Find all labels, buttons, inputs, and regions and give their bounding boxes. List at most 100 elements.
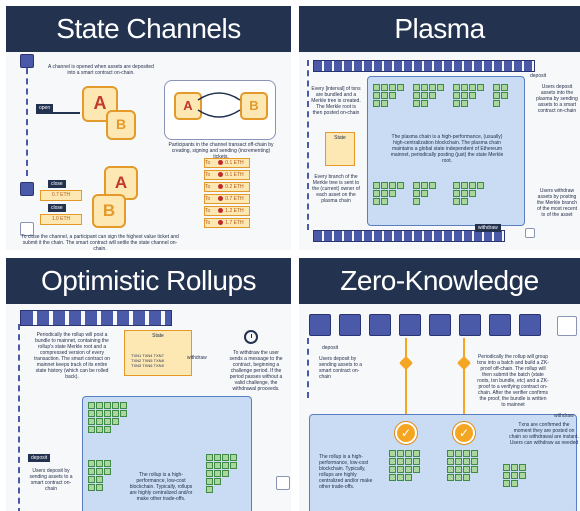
tx-cell (104, 410, 111, 417)
tx-cell (206, 478, 213, 485)
tx-cell (381, 100, 388, 107)
mainchain-bottom (313, 230, 505, 242)
tx-cell (381, 190, 388, 197)
chain-block (369, 314, 391, 336)
exchange-b: B (240, 92, 268, 120)
tx-cell (214, 454, 221, 461)
tx-cell (96, 418, 103, 425)
tx-cell (503, 464, 510, 471)
tx-cell (493, 100, 500, 107)
tx-cell (471, 466, 478, 473)
tx-cell (413, 198, 420, 205)
tx-cell (389, 474, 396, 481)
proof-line (463, 338, 465, 438)
tx-cell (88, 410, 95, 417)
mainchain-left (307, 338, 309, 398)
tx-cell (429, 182, 436, 189)
deposit-text: Users deposit by sending assets to a sma… (319, 356, 363, 380)
tx-cell (397, 466, 404, 473)
tx-grid (389, 450, 425, 500)
tx-cell (222, 470, 229, 477)
tx-cell (413, 100, 420, 107)
tx-cell (222, 462, 229, 469)
tx-cell (230, 462, 237, 469)
verified-check-icon: ✓ (395, 422, 417, 444)
tx-cell (104, 418, 111, 425)
tx-cell (455, 450, 462, 457)
tx-cell (511, 480, 518, 487)
tx-cell (447, 474, 454, 481)
tx-cell (461, 182, 468, 189)
tx-cell (373, 198, 380, 205)
plasma-chain-text: The plasma chain is a high-performance, … (390, 134, 504, 164)
panel-state-channels: State Channels A channel is opened when … (6, 6, 291, 250)
tx-cell (373, 190, 380, 197)
mainchain-top (20, 310, 172, 326)
transact-text: Participants in the channel transact off… (168, 142, 274, 160)
tx-cell (503, 480, 510, 487)
tx-cell (222, 454, 229, 461)
panel-canvas: deposit Users deposit assets into the pl… (299, 52, 580, 250)
tx-grid (88, 460, 118, 510)
tx-cell (447, 450, 454, 457)
tx-cell (469, 182, 476, 189)
deposit-text: Users deposit assets into the plasma by … (536, 84, 578, 114)
tx-cell (463, 450, 470, 457)
tx-cell (493, 92, 500, 99)
tx-cell (469, 84, 476, 91)
tx-cell (104, 426, 111, 433)
verified-check-icon: ✓ (453, 422, 475, 444)
withdraw-text: Users withdraw assets by posting the Mer… (536, 188, 578, 218)
tx-cell (381, 198, 388, 205)
bundle-text: Periodically the rollup will post a bund… (34, 332, 110, 380)
state-merkle-box: State (325, 132, 355, 166)
tx-cell (120, 410, 127, 417)
tx-cell (453, 84, 460, 91)
chain-block (399, 314, 421, 336)
chain-block (459, 314, 481, 336)
tx-cell (493, 84, 500, 91)
exchange-arrows (197, 92, 241, 118)
tx-cell (397, 474, 404, 481)
proof-line (405, 338, 407, 438)
deposit-label: deposit (530, 73, 547, 79)
state-label: State (334, 135, 346, 141)
tx-cell (88, 402, 95, 409)
tx-cell (413, 84, 420, 91)
rollup-chain-area (309, 414, 577, 511)
tx-grid (88, 402, 188, 452)
chain-block-empty (276, 476, 290, 490)
state-label: State (152, 333, 164, 339)
party-a-label: A (93, 93, 107, 113)
tx-cell (413, 182, 420, 189)
tx-cell (421, 190, 428, 197)
tx-cell (214, 470, 221, 477)
tx-cell (104, 468, 111, 475)
tx-cell (461, 190, 468, 197)
tx-cell (461, 84, 468, 91)
withdraw-text: Txns are confirmed the moment they are p… (509, 422, 579, 446)
tx-cell (389, 450, 396, 457)
chain-block (519, 314, 541, 336)
tx-cell (437, 84, 444, 91)
chain-block (429, 314, 451, 336)
chain-block (309, 314, 331, 336)
tx-cell (96, 460, 103, 467)
tx-cell (389, 458, 396, 465)
tx-cell (461, 100, 468, 107)
chain-block-empty (20, 222, 34, 236)
panel-title: Plasma (299, 6, 580, 52)
clock-icon (244, 330, 258, 344)
tx-cell (389, 466, 396, 473)
close-label: close (48, 204, 66, 212)
party-b-hexagon: B (106, 110, 136, 140)
tx-cell (206, 470, 213, 477)
close-ticket: 0.7 ETH (40, 190, 82, 201)
tx-cell (463, 466, 470, 473)
tx-cell (96, 410, 103, 417)
close-b-hexagon: B (92, 194, 126, 228)
